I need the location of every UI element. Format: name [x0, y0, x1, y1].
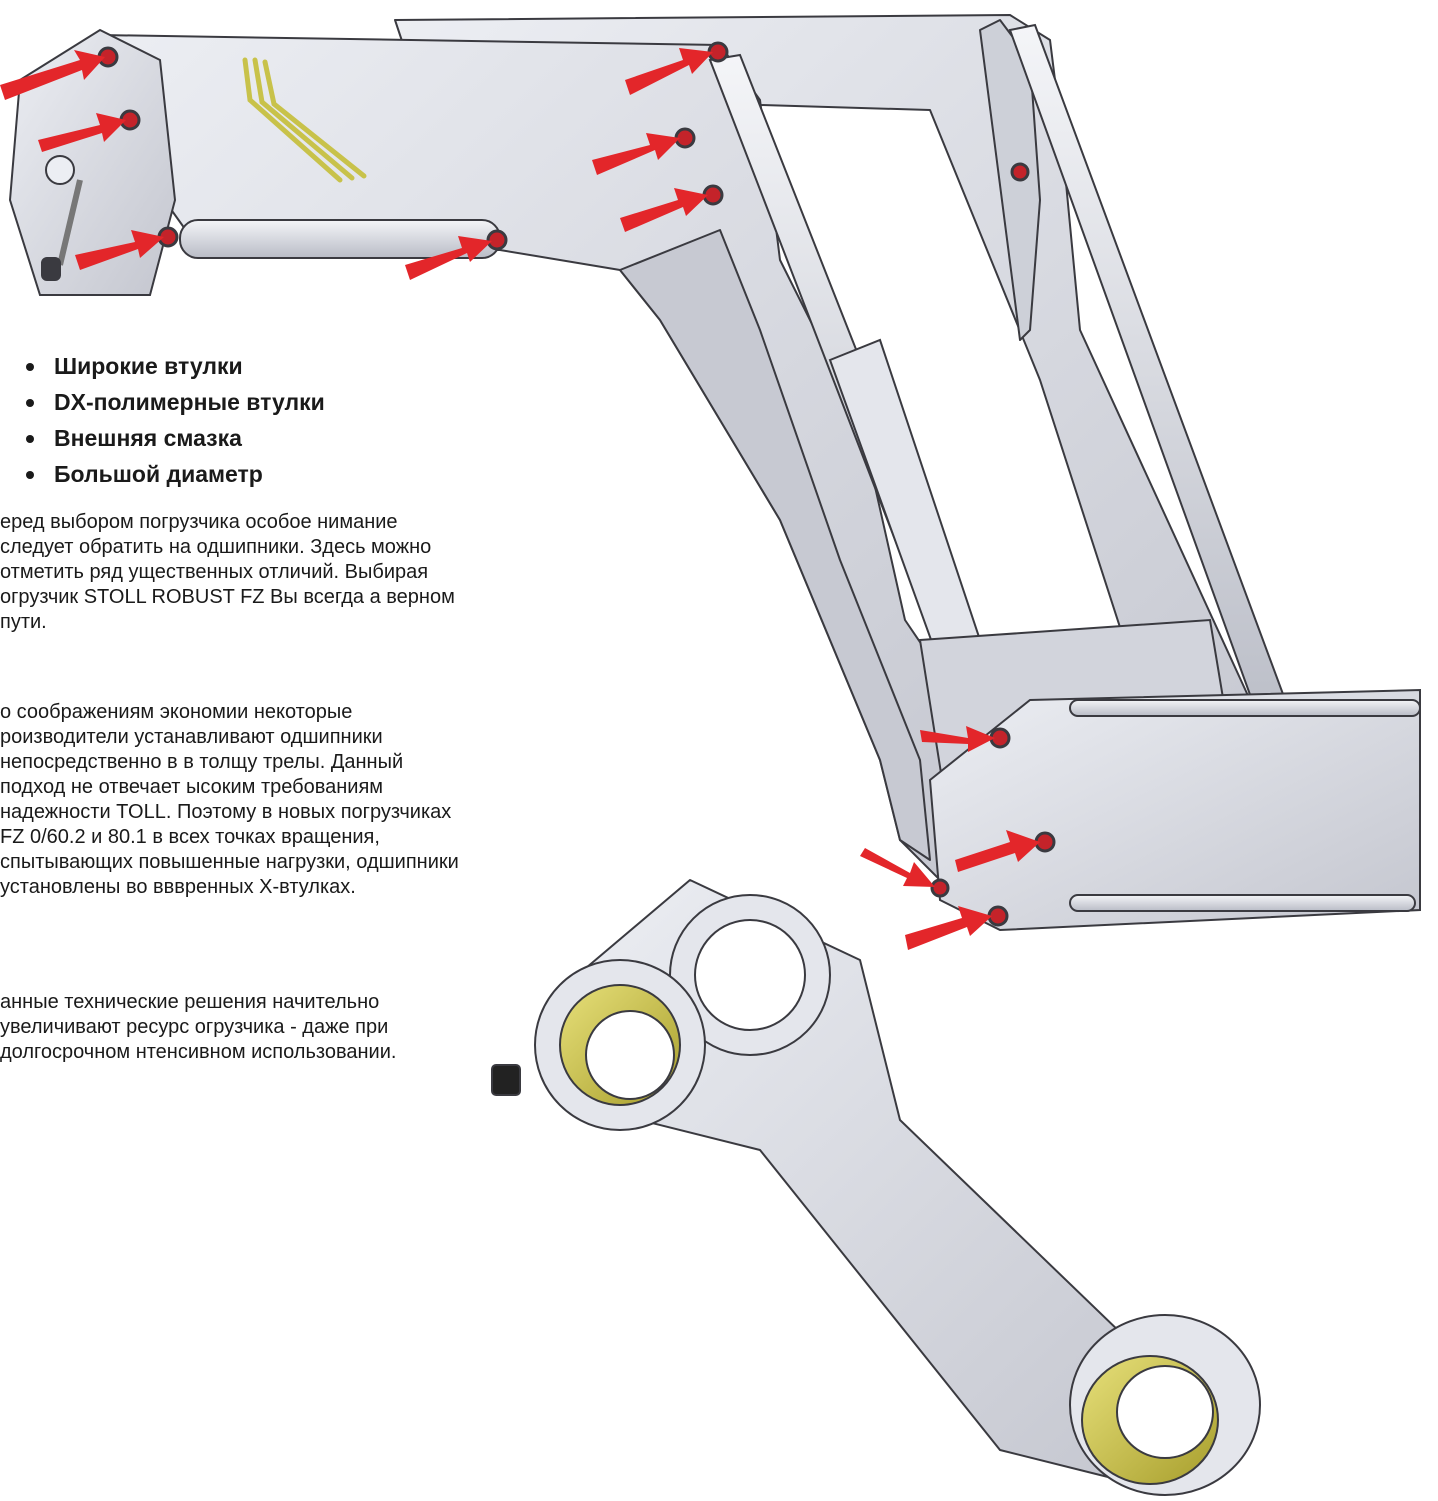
- paragraph-text: о соображениям экономии некоторые роизво…: [0, 701, 459, 898]
- quick-attach-frame: [918, 618, 1421, 932]
- feature-list: Широкие втулки DX-полимерные втулки Внеш…: [0, 348, 325, 492]
- paragraph-text: анные технические решения начительно уве…: [0, 991, 397, 1063]
- paragraph-text: еред выбором погрузчика особое нимание с…: [0, 511, 455, 633]
- feature-item: DX-полимерные втулки: [0, 384, 325, 420]
- link-with-bushings: [491, 879, 1261, 1496]
- feature-item: Широкие втулки: [0, 348, 325, 384]
- intro-paragraph: еред выбором погрузчика особое нимание с…: [0, 510, 470, 635]
- feature-item: Большой диаметр: [0, 456, 325, 492]
- hydraulic-lines: [242, 57, 367, 183]
- bearing-paragraph: о соображениям экономии некоторые роизво…: [0, 700, 470, 900]
- feature-item: Внешняя смазка: [0, 420, 325, 456]
- pivot-point-arrows: [0, 48, 1040, 950]
- conclusion-paragraph: анные технические решения начительно уве…: [0, 990, 470, 1065]
- pivot-pins: [97, 41, 1056, 927]
- lift-cylinder-rods: [708, 23, 1302, 762]
- boom-head: [8, 28, 177, 296]
